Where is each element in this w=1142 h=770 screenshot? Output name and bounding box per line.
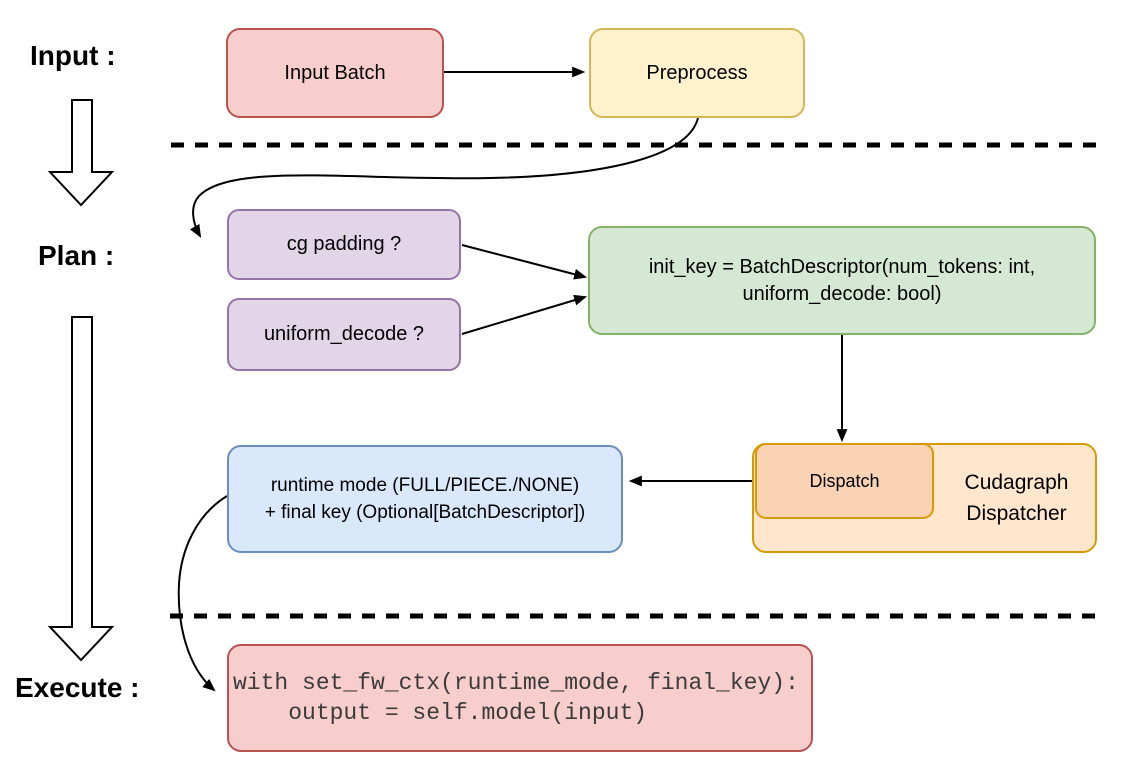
stage-label-plan: Plan : [38, 240, 115, 271]
node-runtime-mode: runtime mode (FULL/PIECE./NONE) + final … [227, 445, 623, 553]
node-uniform-decode: uniform_decode ? [227, 298, 461, 371]
node-runtime-mode-line2: + final key (Optional[BatchDescriptor]) [264, 502, 586, 523]
stage-arrow-plan-to-execute-icon [47, 316, 115, 662]
node-uniform-decode-label: uniform_decode ? [263, 323, 425, 345]
edge-runtime-mode-to-execute-code [177, 495, 228, 692]
node-cudagraph-dispatcher: Dispatch Cudagraph Dispatcher [752, 443, 1097, 553]
node-input-batch-label: Input Batch [284, 61, 386, 84]
stage-arrow-input-to-plan-icon [47, 99, 115, 207]
node-preprocess-label: Preprocess [646, 61, 748, 84]
execute-code-line2: output = self.model(input) [233, 700, 648, 726]
node-dispatch: Dispatch [755, 443, 934, 519]
node-init-key: init_key = BatchDescriptor(num_tokens: i… [588, 226, 1096, 335]
node-dispatch-label: Dispatch [809, 470, 880, 491]
node-init-key-line2: uniform_decode: bool) [742, 282, 942, 305]
execute-code-line1: with set_fw_ctx(runtime_mode, final_key)… [233, 670, 799, 696]
node-cg-padding: cg padding ? [227, 209, 461, 280]
node-input-batch: Input Batch [226, 28, 444, 118]
node-preprocess: Preprocess [589, 28, 805, 118]
edge-preprocess-to-cg-padding [189, 117, 699, 238]
stage-label-input: Input : [30, 40, 116, 71]
node-cg-padding-label: cg padding ? [286, 233, 402, 255]
node-execute-code: with set_fw_ctx(runtime_mode, final_key)… [227, 644, 813, 752]
edge-uniform-decode-to-init-key [461, 294, 588, 335]
stage-label-execute: Execute : [15, 672, 140, 703]
edge-cg-padding-to-init-key [461, 244, 588, 280]
cudagraph-label-line2: Dispatcher [966, 502, 1067, 525]
cudagraph-label-line1: Cudagraph [964, 471, 1069, 494]
node-runtime-mode-line1: runtime mode (FULL/PIECE./NONE) [270, 475, 580, 496]
node-init-key-line1: init_key = BatchDescriptor(num_tokens: i… [648, 255, 1036, 278]
cudagraph-dispatcher-label: Cudagraph Dispatcher [939, 445, 1094, 551]
